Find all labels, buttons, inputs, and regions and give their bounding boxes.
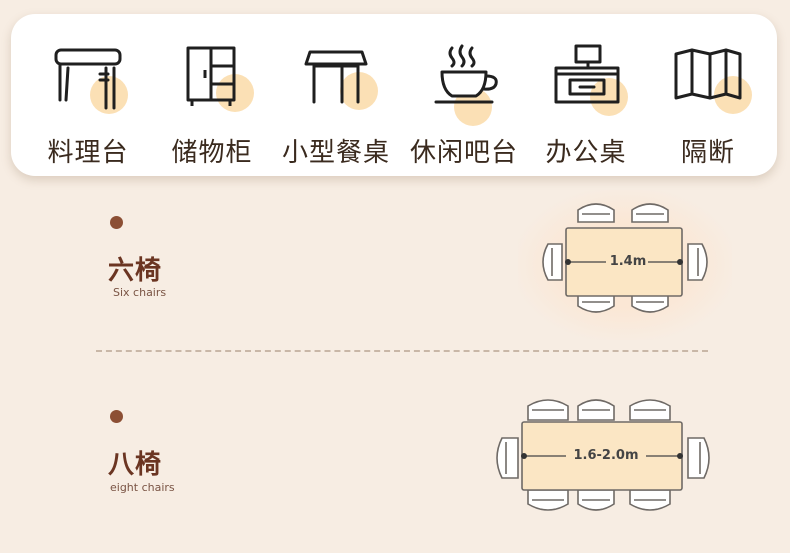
chair-icon bbox=[527, 399, 569, 421]
eight-chair-diagram bbox=[496, 399, 710, 511]
category-label: 隔断 bbox=[680, 138, 735, 168]
chair-icon bbox=[542, 243, 563, 281]
category-kitchen-counter[interactable]: 料理台 bbox=[33, 44, 143, 168]
folding-screen-icon bbox=[668, 44, 752, 116]
table-size-eight: 1.6-2.0m bbox=[573, 448, 639, 463]
category-small-dining-table[interactable]: 小型餐桌 bbox=[281, 44, 391, 168]
category-label: 小型餐桌 bbox=[281, 138, 390, 168]
six-chair-diagram bbox=[542, 203, 708, 313]
category-label: 料理台 bbox=[47, 138, 129, 168]
coffee-cup-icon bbox=[424, 44, 504, 126]
section-title-six: 六椅 bbox=[108, 256, 163, 286]
section-subtitle-eight: eight chairs bbox=[110, 481, 175, 494]
chair-icon bbox=[629, 399, 671, 421]
office-desk-icon bbox=[546, 44, 628, 116]
chair-icon bbox=[631, 203, 669, 223]
small-dining-table-icon bbox=[296, 44, 378, 116]
chair-icon bbox=[577, 203, 615, 223]
chair-icon bbox=[527, 489, 569, 511]
section-divider bbox=[96, 350, 708, 352]
chair-icon bbox=[496, 437, 519, 479]
category-partition[interactable]: 隔断 bbox=[653, 44, 763, 168]
table-size-six: 1.4m bbox=[609, 254, 647, 269]
kitchen-counter-icon bbox=[48, 44, 128, 116]
category-label: 储物柜 bbox=[171, 138, 253, 168]
section-title-eight: 八椅 bbox=[108, 450, 163, 480]
category-label: 办公桌 bbox=[545, 138, 627, 168]
category-coffee-bar[interactable]: 休闲吧台 bbox=[409, 44, 519, 168]
category-storage-cabinet[interactable]: 储物柜 bbox=[157, 44, 267, 168]
section-bullet bbox=[110, 410, 123, 423]
category-card: 料理台 储物柜 bbox=[11, 14, 777, 176]
chair-icon bbox=[577, 489, 615, 511]
section-bullet bbox=[110, 216, 123, 229]
chair-icon bbox=[687, 243, 708, 281]
chair-icon bbox=[577, 399, 615, 421]
category-office-desk[interactable]: 办公桌 bbox=[531, 44, 641, 168]
section-subtitle-six: Six chairs bbox=[113, 286, 167, 299]
category-label: 休闲吧台 bbox=[409, 138, 518, 168]
storage-cabinet-icon bbox=[172, 44, 254, 116]
chair-icon bbox=[629, 489, 671, 511]
chair-icon bbox=[687, 437, 710, 479]
